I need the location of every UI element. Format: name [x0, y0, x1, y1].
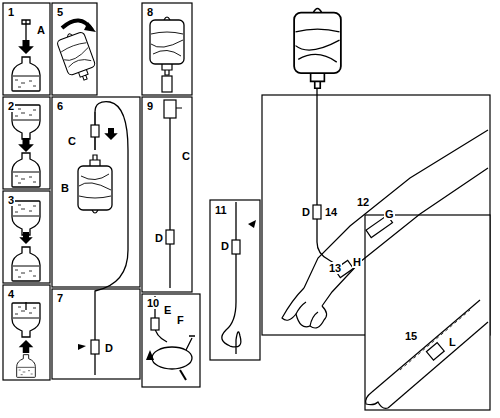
step-number: 11 — [214, 204, 228, 216]
part-letter: F — [176, 314, 185, 326]
part-letter: C — [181, 150, 191, 162]
step-number: 14 — [324, 206, 338, 218]
step-number: 12 — [356, 196, 370, 208]
part-letter: L — [448, 336, 457, 348]
part-letter: A — [36, 24, 46, 36]
step-number: 1 — [7, 6, 15, 18]
step-number: 3 — [7, 194, 15, 206]
step-number: 9 — [146, 100, 154, 112]
part-letter: G — [384, 208, 395, 220]
part-letter: D — [220, 240, 230, 252]
step-number: 13 — [328, 262, 342, 274]
step-number: 6 — [56, 100, 64, 112]
step-number: 4 — [7, 288, 15, 300]
step-number: 2 — [7, 100, 15, 112]
step-number: 8 — [146, 6, 154, 18]
step-number: 7 — [56, 292, 64, 304]
part-letter: E — [163, 304, 172, 316]
step-number: 5 — [56, 6, 64, 18]
part-letter: B — [60, 182, 70, 194]
part-letter: D — [154, 232, 164, 244]
part-letter: D — [104, 342, 114, 354]
part-letter: C — [67, 135, 77, 147]
part-letter: H — [352, 256, 362, 268]
step-number: 15 — [404, 330, 418, 342]
step-number: 10 — [146, 297, 160, 309]
part-letter: D — [301, 206, 311, 218]
